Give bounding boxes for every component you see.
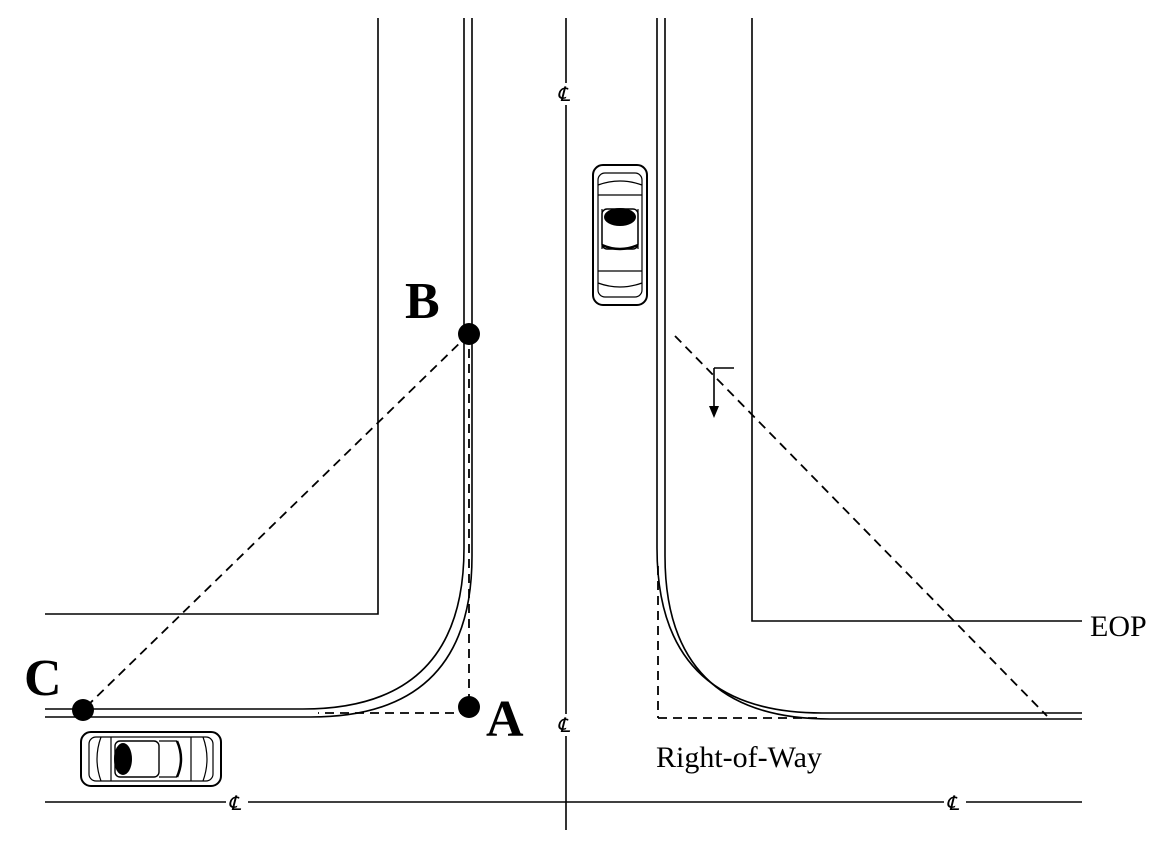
point-b-label: B (405, 273, 440, 330)
left-edge-of-pavement-outer (45, 18, 465, 710)
left-edge-of-pavement-inner (45, 18, 473, 718)
eop-label: EOP (1090, 610, 1147, 643)
centerline-symbols: ℄ ℄ ℄ ℄ (226, 83, 966, 815)
point-a-label: A (486, 691, 524, 748)
right-of-way-label: Right-of-Way (656, 741, 822, 774)
centerline-symbol-top: ℄ (557, 84, 571, 106)
right-edge-of-pavement-outer (656, 18, 1082, 714)
right-right-of-way-line (751, 18, 1082, 622)
point-a (458, 696, 480, 718)
point-c-label: C (24, 650, 62, 707)
centerline-symbol-bottom-right: ℄ (946, 793, 960, 815)
centerline-symbol-middle: ℄ (557, 715, 571, 737)
right-sight-line (674, 335, 1048, 717)
car-icon (80, 731, 222, 787)
centerline-symbol-bottom-left: ℄ (228, 793, 242, 815)
stop-sign-icon (709, 367, 734, 418)
car-icon (592, 164, 648, 306)
left-right-of-way-line (45, 18, 379, 615)
point-c (72, 699, 94, 721)
point-b (458, 323, 480, 345)
sight-line-b-to-c (82, 333, 470, 711)
